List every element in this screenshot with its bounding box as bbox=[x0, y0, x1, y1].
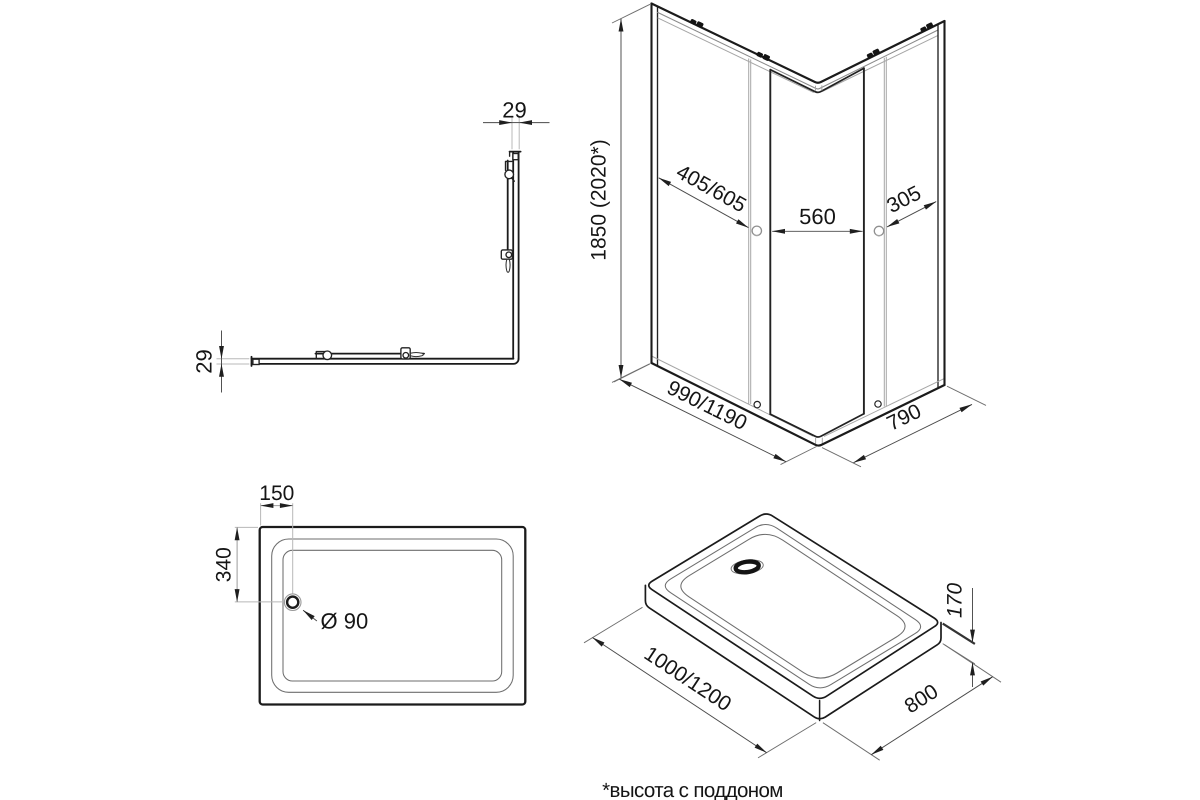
left-roller-bracket bbox=[315, 350, 326, 359]
dim-label-drain-diameter: Ø 90 bbox=[321, 609, 369, 634]
walls-bottom-edge bbox=[650, 361, 946, 447]
tray3d-floor-contour bbox=[680, 533, 906, 679]
dim-label-height: 1850 (2020*) bbox=[588, 139, 611, 260]
profile-top-cap-box bbox=[512, 152, 519, 161]
bottom-bracket-lever bbox=[505, 258, 511, 273]
dim-label-profile-width-left: 29 bbox=[192, 349, 217, 373]
dim-170-extension-bottom bbox=[942, 643, 976, 665]
left-door-bottom-roller bbox=[753, 400, 762, 409]
top-roller-pin bbox=[510, 177, 515, 182]
left-door-edge-lines bbox=[748, 58, 752, 404]
dim-790-extensions bbox=[821, 385, 987, 468]
dim-label-drain-x: 150 bbox=[259, 482, 294, 505]
dim-800-line bbox=[871, 676, 993, 756]
corner-panel-top-v bbox=[769, 67, 865, 94]
profile-horizontal-bottom-line bbox=[250, 357, 520, 365]
right-door-handle-arc bbox=[875, 233, 882, 237]
tray3d-rim-contour bbox=[664, 523, 922, 689]
dim-label-door-left: 405/605 bbox=[672, 160, 750, 217]
dim-305-line bbox=[886, 201, 937, 228]
left-wall-bracket-2 bbox=[756, 51, 770, 61]
right-wall-bracket-1 bbox=[866, 48, 880, 59]
dim-label-profile-width-top: 29 bbox=[502, 98, 526, 123]
dim-label-door-right: 305 bbox=[883, 182, 925, 218]
view-tray-plan: 150 340 Ø 90 bbox=[213, 482, 527, 706]
view-enclosure-3d: 1850 (2020*) 405/605 560 305 990/1190 79… bbox=[588, 2, 987, 468]
corner-post-foot-edges bbox=[815, 437, 823, 445]
dim-990-line bbox=[619, 378, 787, 463]
tray3d-drain bbox=[730, 559, 764, 575]
left-wall-bracket-1 bbox=[690, 19, 704, 29]
dim-label-tray-length: 1000/1200 bbox=[640, 642, 735, 716]
drain-leader-line bbox=[302, 609, 318, 622]
profile-left-cap-box bbox=[252, 358, 260, 366]
dim-1000-extensions bbox=[583, 606, 817, 759]
dim-990-extensions bbox=[613, 363, 817, 466]
tray3d-drain-ring bbox=[733, 559, 761, 575]
right-door-bottom-roller bbox=[874, 400, 882, 408]
top-roller-bracket bbox=[504, 160, 513, 172]
dim-label-tray-height: 170 bbox=[944, 583, 967, 618]
caption-note: *высота с поддоном bbox=[602, 779, 783, 800]
tray-floor-rect bbox=[282, 549, 503, 682]
dim-1850-extensions bbox=[611, 3, 651, 383]
dim-1000-line bbox=[592, 637, 767, 754]
dim-170-extension-top bbox=[942, 622, 976, 645]
corner-post-top-edges bbox=[815, 85, 823, 91]
right-door-edge-lines bbox=[883, 56, 887, 407]
dim-label-drain-y: 340 bbox=[213, 547, 236, 582]
dim-405-line bbox=[658, 177, 749, 229]
drain-ring bbox=[285, 595, 300, 610]
left-door-handle-arc bbox=[753, 233, 760, 236]
right-bracket-lever bbox=[409, 351, 424, 358]
dim-790-line bbox=[853, 403, 973, 464]
view-tray-3d: 1000/1200 800 170 bbox=[583, 513, 1002, 761]
left-roller-wheel bbox=[322, 350, 333, 361]
right-wall-bracket-2 bbox=[920, 22, 934, 33]
right-bracket-wheel bbox=[402, 351, 410, 359]
top-rail-line1 bbox=[657, 11, 939, 90]
top-roller-wheel bbox=[504, 169, 515, 180]
walls-top-edge bbox=[650, 2, 946, 84]
dim-label-entry: 560 bbox=[799, 204, 836, 229]
corner-panel-bottom-v bbox=[769, 412, 865, 438]
dim-label-tray-width: 800 bbox=[901, 680, 943, 718]
bottom-bracket-wheel bbox=[505, 251, 513, 259]
view-profile-plan: 29 29 bbox=[192, 98, 550, 393]
top-rail-line2 bbox=[657, 17, 939, 94]
tray3d-top-face bbox=[647, 513, 939, 700]
